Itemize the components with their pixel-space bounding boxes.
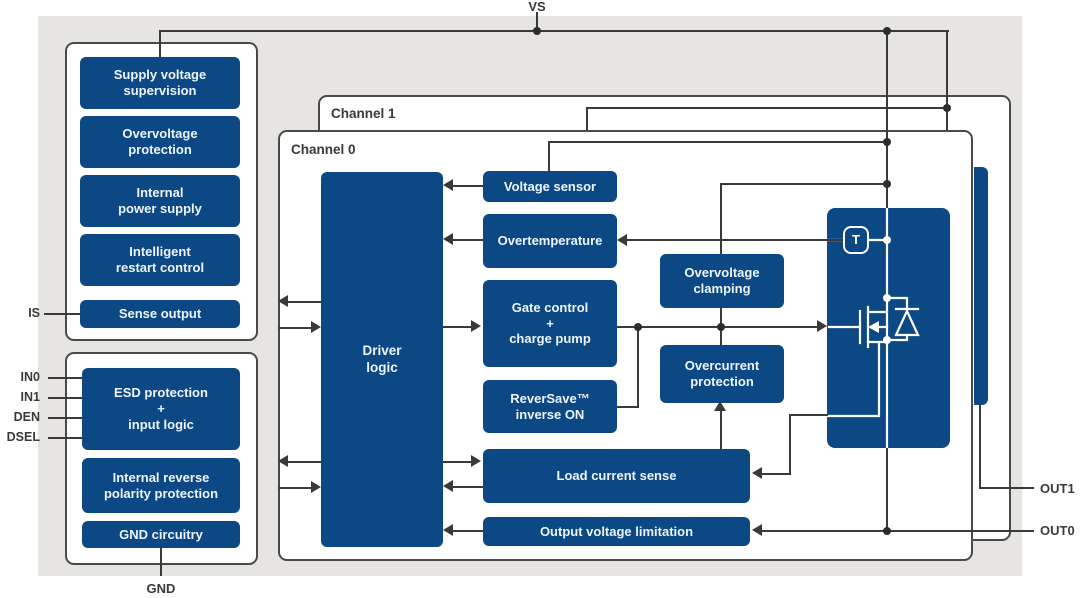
wire-in0	[48, 377, 83, 379]
arrow-gate-mosfet	[817, 320, 827, 332]
block-load-current-sense: Load current sense	[483, 449, 750, 503]
wire-in1	[48, 397, 83, 399]
block-overvoltage-protection: Overvoltage protection	[80, 116, 240, 168]
arrow-overtemp-driver	[443, 233, 453, 245]
block-overtemperature: Overtemperature	[483, 214, 617, 268]
arrow-out0-ovl	[752, 524, 762, 536]
temperature-sensor: T	[843, 226, 869, 254]
wire-ocp-input	[720, 409, 722, 449]
junction-dot	[717, 323, 725, 331]
arrow-into-overtemperature	[617, 234, 627, 246]
junction-dot	[883, 527, 891, 535]
block-power-mosfet: T	[827, 208, 950, 448]
wire-voltage-sensor-drop	[548, 141, 550, 171]
wire-driver-left-out2	[287, 461, 321, 463]
wire-driver-load	[443, 461, 473, 463]
wire-ovl-driver	[449, 530, 483, 532]
block-sense-output: Sense output	[80, 300, 240, 328]
wire-sense-tap-v	[789, 414, 791, 474]
wire-load-driver	[449, 486, 483, 488]
arrow-ocp-input	[714, 401, 726, 411]
junction-dot	[943, 104, 951, 112]
wire-vs-bus	[159, 30, 949, 32]
arrow-ovl-driver	[443, 524, 453, 536]
wire-out0	[760, 530, 1034, 532]
channel1-power-stage-sliver	[974, 167, 988, 405]
port-out1: OUT1	[1040, 481, 1075, 496]
channel0-label: Channel 0	[291, 142, 356, 157]
wire-ch0-vs-rail	[886, 30, 888, 208]
port-gnd: GND	[146, 581, 176, 596]
wire-supply-up	[159, 30, 161, 57]
block-internal-power-supply: Internal power supply	[80, 175, 240, 227]
wire-clamping-feed	[720, 183, 888, 185]
wire-driver-gate	[443, 326, 473, 328]
wire-gnd	[160, 548, 162, 576]
arrow-driver-left-out1	[278, 295, 288, 307]
port-dsel: DSEL	[6, 430, 40, 444]
block-supply-voltage-supervision: Supply voltage supervision	[80, 57, 240, 109]
wire-reversave-out	[617, 406, 639, 408]
port-out0: OUT0	[1040, 523, 1075, 538]
wire-source-down	[886, 448, 888, 531]
junction-dot	[883, 180, 891, 188]
wire-den	[48, 417, 83, 419]
port-vs: VS	[528, 0, 546, 14]
block-driver-logic: Driver logic	[321, 172, 443, 547]
wire-dsel	[48, 437, 83, 439]
port-in0: IN0	[20, 370, 40, 384]
block-overvoltage-clamping: Overvoltage clamping	[660, 254, 784, 308]
wire-vsensor-driver	[449, 185, 483, 187]
arrow-sense-load	[752, 467, 762, 479]
arrow-driver-left-out2	[278, 455, 288, 467]
block-gate-control-charge-pump: Gate control + charge pump	[483, 280, 617, 367]
block-reversave-inverse-on: ReverSave™ inverse ON	[483, 380, 617, 433]
junction-dot	[883, 138, 891, 146]
block-voltage-sensor: Voltage sensor	[483, 171, 617, 202]
arrow-load-driver	[443, 480, 453, 492]
wire-is	[44, 313, 80, 315]
arrow-vsensor-driver	[443, 179, 453, 191]
wire-voltage-sensor-feed	[548, 141, 888, 143]
junction-dot	[634, 323, 642, 331]
block-gnd-circuitry: GND circuitry	[82, 521, 240, 548]
port-den: DEN	[13, 410, 40, 424]
wire-sense-tap-h	[790, 414, 828, 416]
arrow-driver-left-in2	[311, 481, 321, 493]
wire-sense-tap-in	[760, 473, 791, 475]
wire-clamping-drop	[720, 183, 722, 254]
block-intelligent-restart-control: Intelligent restart control	[80, 234, 240, 286]
wire-ch1-vs-rail	[946, 30, 948, 130]
block-esd-input-logic: ESD protection + input logic	[82, 368, 240, 450]
wire-vs-drop	[536, 12, 538, 32]
wire-out1-down	[979, 405, 981, 488]
block-reverse-polarity-protection: Internal reverse polarity protection	[82, 458, 240, 513]
wire-temp-sense	[622, 239, 843, 241]
arrow-driver-load	[471, 455, 481, 467]
block-output-voltage-limitation: Output voltage limitation	[483, 517, 750, 546]
junction-dot	[533, 27, 541, 35]
port-is: IS	[28, 306, 40, 320]
wire-driver-left-in2	[278, 487, 311, 489]
wire-ch1-sensor-drop	[586, 107, 588, 130]
block-overcurrent-protection: Overcurrent protection	[660, 345, 784, 403]
channel1-label: Channel 1	[331, 106, 396, 121]
wire-ch1-sensor-feed	[586, 107, 948, 109]
junction-dot	[883, 27, 891, 35]
arrow-driver-gate	[471, 320, 481, 332]
wire-driver-left-in1	[278, 327, 311, 329]
wire-reversave-up	[637, 327, 639, 407]
wire-overtemp-driver	[449, 239, 483, 241]
arrow-driver-left-in1	[311, 321, 321, 333]
wire-driver-left-out1	[287, 301, 321, 303]
port-in1: IN1	[20, 390, 40, 404]
wire-out1	[979, 487, 1034, 489]
